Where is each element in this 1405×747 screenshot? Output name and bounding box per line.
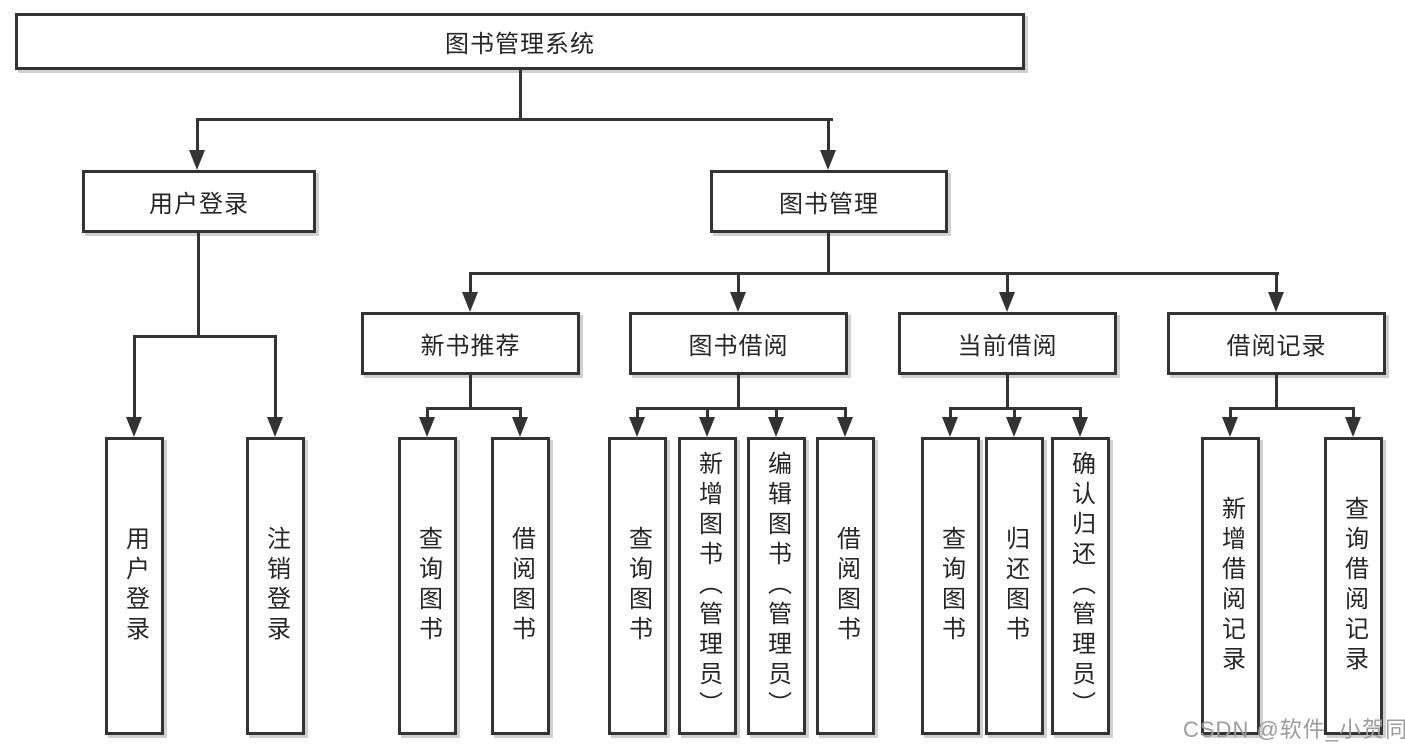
connector-drop xyxy=(1079,407,1082,423)
leaf-add-borrow-record: 新增借阅记录 xyxy=(1201,437,1260,735)
connector-new-book-stub xyxy=(469,375,472,407)
leaf-borrow-books: 借阅图书 xyxy=(816,437,875,735)
arrow-down-icon xyxy=(768,417,784,437)
leaf-confirm-return-admin-label: 确认归还（管理员） xyxy=(1067,451,1095,721)
connector-drop-new-book xyxy=(469,272,472,296)
node-book-management: 图书管理 xyxy=(710,170,948,233)
connector-drop-leaf-login xyxy=(133,335,136,421)
arrow-down-icon xyxy=(629,417,645,437)
connector-root-branch xyxy=(196,118,833,121)
node-book-borrow: 图书借阅 xyxy=(629,312,848,375)
connector-drop-book-borrow xyxy=(737,272,740,296)
connector-book-borrow-stub xyxy=(737,375,740,407)
connector-drop xyxy=(1013,407,1016,423)
leaf-borrow-books-label: 借阅图书 xyxy=(832,526,860,646)
arrow-down-icon xyxy=(1345,417,1361,437)
node-current-borrow: 当前借阅 xyxy=(898,312,1117,375)
arrow-down-icon xyxy=(1222,417,1238,437)
leaf-user-login-label: 用户登录 xyxy=(121,526,149,646)
arrow-down-icon xyxy=(699,417,715,437)
arrow-down-icon xyxy=(267,417,283,437)
connector-drop xyxy=(426,407,429,423)
connector-drop-leaf-logout xyxy=(274,335,277,421)
leaf-query-books-current-label: 查询图书 xyxy=(937,526,965,646)
node-user-login-label: 用户登录 xyxy=(149,191,249,218)
leaf-return-book-label: 归还图书 xyxy=(1001,526,1029,646)
leaf-query-books-borrow: 查询图书 xyxy=(608,437,667,735)
connector-book-mgmt-stub xyxy=(827,233,830,272)
connector-root-stub xyxy=(519,70,522,118)
connector-user-login-stub xyxy=(197,233,200,335)
node-borrow-records: 借阅记录 xyxy=(1167,312,1386,375)
connector-borrow-records-branch xyxy=(1229,407,1355,410)
connector-current-borrow-stub xyxy=(1006,375,1009,407)
node-current-borrow-label: 当前借阅 xyxy=(957,333,1058,360)
arrow-down-icon xyxy=(820,150,836,170)
leaf-query-borrow-record: 查询借阅记录 xyxy=(1324,437,1383,735)
leaf-add-book-admin-label: 新增图书（管理员） xyxy=(694,451,722,721)
connector-drop xyxy=(1229,407,1232,423)
leaf-query-books-borrow-label: 查询图书 xyxy=(624,526,652,646)
arrow-down-icon xyxy=(1006,417,1022,437)
leaf-logout-label: 注销登录 xyxy=(262,526,290,646)
connector-book-mgmt-branch xyxy=(469,272,1279,275)
node-new-book-recommend-label: 新书推荐 xyxy=(420,333,521,360)
leaf-return-book: 归还图书 xyxy=(985,437,1044,735)
arrow-down-icon xyxy=(1072,417,1088,437)
arrow-down-icon xyxy=(126,417,142,437)
node-book-borrow-label: 图书借阅 xyxy=(688,333,789,360)
connector-drop-book-mgmt xyxy=(827,118,830,154)
leaf-add-borrow-record-label: 新增借阅记录 xyxy=(1217,496,1245,676)
node-new-book-recommend: 新书推荐 xyxy=(361,312,580,375)
leaf-borrow-books-recommend-label: 借阅图书 xyxy=(507,526,535,646)
arrow-down-icon xyxy=(837,417,853,437)
connector-drop xyxy=(1352,407,1355,423)
connector-new-book-branch xyxy=(426,407,522,410)
connector-borrow-records-stub xyxy=(1275,375,1278,407)
leaf-query-borrow-record-label: 查询借阅记录 xyxy=(1340,496,1368,676)
connector-book-borrow-branch xyxy=(636,407,847,410)
arrow-down-icon xyxy=(512,417,528,437)
node-root: 图书管理系统 xyxy=(15,13,1025,70)
leaf-user-login: 用户登录 xyxy=(105,437,164,735)
connector-drop xyxy=(519,407,522,423)
leaf-add-book-admin: 新增图书（管理员） xyxy=(678,437,737,735)
leaf-logout: 注销登录 xyxy=(246,437,305,735)
node-book-management-label: 图书管理 xyxy=(779,191,879,218)
watermark: CSDN @软件_小贺同学 xyxy=(1183,717,1405,742)
connector-drop-borrow-records xyxy=(1275,272,1278,296)
connector-drop xyxy=(636,407,639,423)
leaf-query-books-recommend-label: 查询图书 xyxy=(414,526,442,646)
connector-drop xyxy=(706,407,709,423)
arrow-down-icon xyxy=(730,292,746,312)
leaf-edit-book-admin: 编辑图书（管理员） xyxy=(747,437,806,735)
connector-drop-current-borrow xyxy=(1006,272,1009,296)
connector-drop xyxy=(844,407,847,423)
arrow-down-icon xyxy=(419,417,435,437)
connector-user-login-branch xyxy=(133,335,277,338)
connector-drop-user-login xyxy=(196,118,199,154)
arrow-down-icon xyxy=(1268,292,1284,312)
leaf-confirm-return-admin: 确认归还（管理员） xyxy=(1051,437,1110,735)
node-root-label: 图书管理系统 xyxy=(445,31,595,58)
leaf-edit-book-admin-label: 编辑图书（管理员） xyxy=(763,451,791,721)
arrow-down-icon xyxy=(462,292,478,312)
node-user-login: 用户登录 xyxy=(82,170,316,233)
connector-drop xyxy=(775,407,778,423)
connector-drop xyxy=(949,407,952,423)
arrow-down-icon xyxy=(942,417,958,437)
node-borrow-records-label: 借阅记录 xyxy=(1226,333,1327,360)
arrow-down-icon xyxy=(189,150,205,170)
leaf-query-books-current: 查询图书 xyxy=(921,437,980,735)
arrow-down-icon xyxy=(999,292,1015,312)
leaf-borrow-books-recommend: 借阅图书 xyxy=(491,437,550,735)
leaf-query-books-recommend: 查询图书 xyxy=(398,437,457,735)
